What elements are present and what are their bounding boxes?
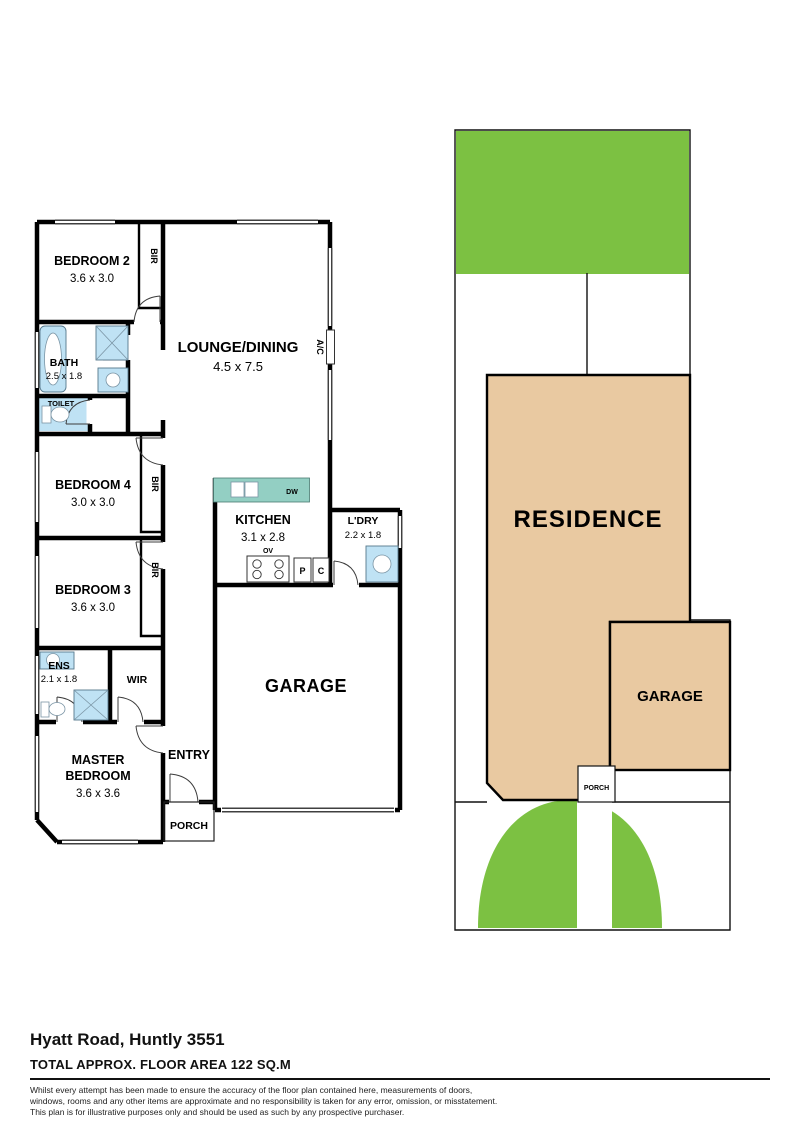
address: Hyatt Road, Huntly 3551 bbox=[30, 1030, 225, 1049]
site-garage-label: GARAGE bbox=[637, 688, 703, 705]
front-path bbox=[577, 799, 612, 928]
cupboard-label: C bbox=[318, 566, 325, 576]
bedroom3-label: BEDROOM 3 bbox=[55, 583, 131, 597]
garage-footprint bbox=[608, 620, 732, 772]
ens-toilet-cistern bbox=[40, 701, 50, 718]
ac-unit bbox=[326, 329, 335, 365]
site-porch-box bbox=[577, 765, 616, 803]
robe-walls bbox=[137, 222, 163, 638]
bedroom4-label: BEDROOM 4 bbox=[55, 478, 131, 492]
cupboard-box bbox=[312, 557, 330, 583]
bedroom3-dims: 3.6 x 3.0 bbox=[71, 602, 115, 614]
floor-area: TOTAL APPROX. FLOOR AREA 122 SQ.M bbox=[30, 1057, 291, 1072]
entry-label: ENTRY bbox=[168, 748, 211, 762]
disclaimer-line-3: This plan is for illustrative purposes o… bbox=[30, 1106, 405, 1117]
ensuite-fixtures bbox=[39, 651, 109, 721]
bedroom2-dims: 3.6 x 3.0 bbox=[70, 273, 114, 285]
toilet-fixtures bbox=[41, 405, 70, 424]
windows bbox=[33, 218, 404, 846]
pantry-box bbox=[293, 557, 312, 583]
laundry-dims: 2.2 x 1.8 bbox=[345, 530, 381, 541]
bath-fixtures bbox=[39, 325, 129, 393]
kitchen-bench bbox=[213, 477, 310, 503]
wir-label: WIR bbox=[127, 674, 148, 686]
disclaimer: Whilst every attempt has been made to en… bbox=[30, 1085, 770, 1119]
ens-toilet-pan bbox=[48, 702, 66, 716]
laundry-label: L'DRY bbox=[348, 515, 379, 527]
lounge-label: LOUNGE/DINING bbox=[178, 339, 299, 356]
bath-dims: 2.5 x 1.8 bbox=[46, 371, 82, 382]
toilet-label: TOILET bbox=[48, 399, 75, 408]
bedroom4-dims: 3.0 x 3.0 bbox=[71, 497, 115, 509]
front-garden bbox=[478, 800, 662, 928]
disclaimer-line-1: Whilst every attempt has been made to en… bbox=[30, 1084, 473, 1095]
dw-label: DW bbox=[286, 489, 298, 496]
master-dims: 3.6 x 3.6 bbox=[76, 788, 120, 800]
ov-label: OV bbox=[263, 548, 273, 555]
sink-bowl bbox=[230, 481, 245, 498]
kitchen-label: KITCHEN bbox=[235, 513, 291, 527]
toilet-pan bbox=[50, 406, 70, 423]
site-lines bbox=[455, 273, 730, 803]
laundry-fixtures bbox=[365, 545, 399, 583]
kitchen-fixtures bbox=[213, 477, 330, 583]
bath-label: BATH bbox=[50, 357, 78, 369]
site-porch-label: PORCH bbox=[584, 785, 609, 792]
bir-label: BIR bbox=[149, 248, 159, 264]
rear-lawn bbox=[456, 131, 689, 274]
ensuite-dims: 2.1 x 1.8 bbox=[41, 674, 77, 685]
porch-outline bbox=[163, 801, 215, 842]
footer-divider bbox=[30, 1078, 770, 1080]
master-label-1: MASTER bbox=[72, 753, 125, 767]
disclaimer-line-2: windows, rooms and any other items are a… bbox=[30, 1095, 498, 1106]
garage-label: GARAGE bbox=[265, 676, 347, 696]
cooktop bbox=[246, 555, 290, 583]
kitchen-dims: 3.1 x 2.8 bbox=[241, 532, 285, 544]
bedroom2-label: BEDROOM 2 bbox=[54, 254, 130, 268]
bir-label: BIR bbox=[150, 562, 160, 578]
bir-label: BIR bbox=[150, 476, 160, 492]
footer: Hyatt Road, Huntly 3551 TOTAL APPROX. FL… bbox=[30, 1030, 770, 1118]
porch-label: PORCH bbox=[170, 820, 208, 832]
sink-bowl bbox=[244, 481, 259, 498]
master-label-2: BEDROOM bbox=[65, 769, 130, 783]
ac-label: A/C bbox=[315, 339, 325, 355]
residence-label: RESIDENCE bbox=[513, 506, 662, 533]
pantry-label: P bbox=[299, 566, 305, 576]
floor-plan-labels: BEDROOM 2 3.6 x 3.0 BIR LOUNGE/DINING 4.… bbox=[41, 248, 381, 832]
site-plan: RESIDENCE GARAGE PORCH bbox=[454, 129, 732, 931]
floor-plan: BEDROOM 2 3.6 x 3.0 BIR LOUNGE/DINING 4.… bbox=[33, 218, 404, 846]
lounge-dims: 4.5 x 7.5 bbox=[213, 359, 263, 374]
site-boundary bbox=[454, 129, 731, 931]
toilet-cistern bbox=[41, 405, 52, 424]
ensuite-label: ENS bbox=[48, 660, 70, 672]
